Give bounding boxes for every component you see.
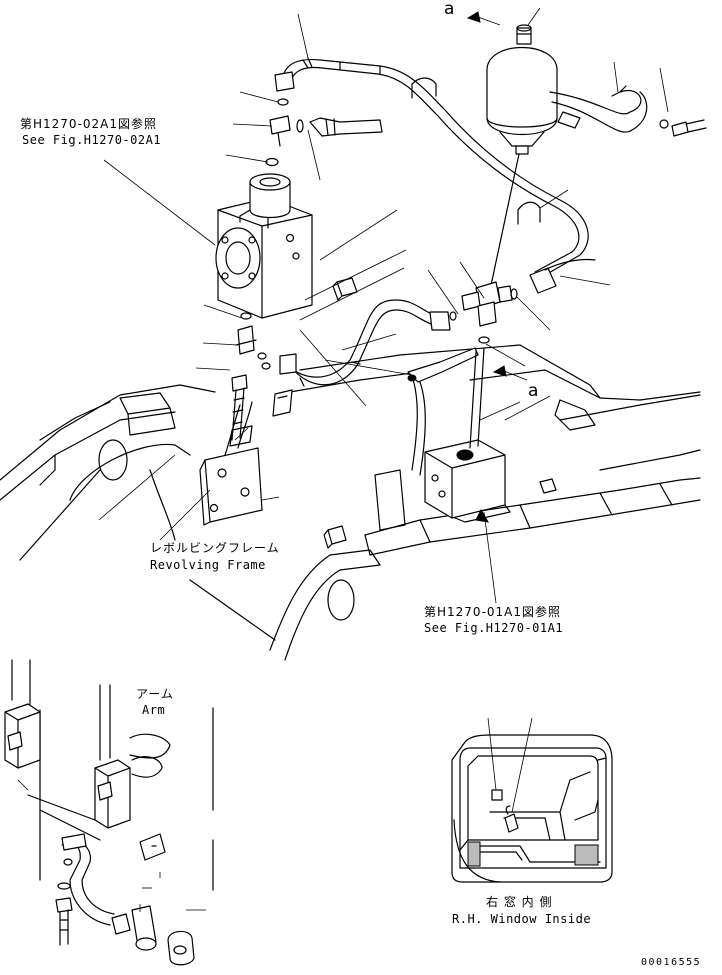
fittings-left [231,98,383,441]
arm-label-en: Arm [142,703,166,717]
arm-detail [4,659,214,966]
mounting-bracket [199,401,263,526]
cab-window-detail [451,717,613,883]
accumulator [486,24,558,291]
tee-fitting [449,281,518,344]
arm-label-jp: アーム [136,687,174,701]
upper-reference-jp: 第H1270-02A1図参照 [20,117,158,131]
window-label-en: R.H. Window Inside [452,912,592,926]
upper-reference-en: See Fig.H1270-02A1 [22,133,162,147]
leader-lines [98,7,669,604]
lower-reference-jp: 第H1270-01A1図参照 [424,605,562,619]
stay-bracket [407,347,485,476]
revolving-frame [0,277,701,661]
lower-valve-block [424,439,511,523]
pilot-valve-block [215,173,313,319]
window-label-jp: 右 窓 内 側 [486,895,553,909]
lower-reference-en: See Fig.H1270-01A1 [424,621,564,635]
view-marker-top: a [444,0,455,19]
view-marker-mid: a [528,381,539,401]
hoses [274,57,596,387]
strap-band [549,85,707,137]
frame-label-en: Revolving Frame [150,558,266,572]
frame-label-jp: レボルビングフレーム [150,541,280,555]
drawing-code: 00016555 [641,957,702,968]
